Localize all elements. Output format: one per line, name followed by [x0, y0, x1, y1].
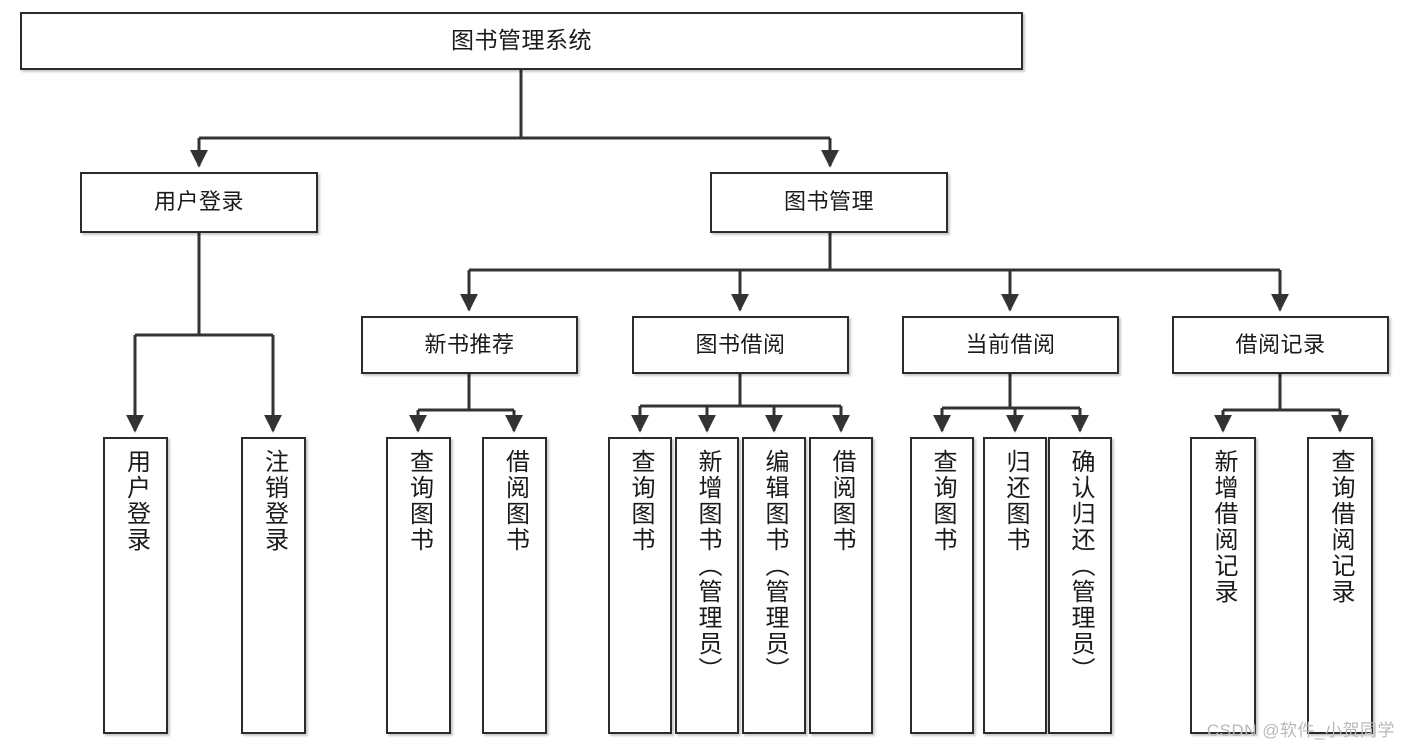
node-leaf-borrow-book-1[interactable]: 借阅图书	[482, 437, 547, 734]
node-new-book-recommend[interactable]: 新书推荐	[361, 316, 578, 374]
node-root-label: 图书管理系统	[451, 27, 592, 54]
node-leaf-query-book-3[interactable]: 查询图书	[910, 437, 974, 734]
node-root[interactable]: 图书管理系统	[20, 12, 1023, 70]
node-borrow-record[interactable]: 借阅记录	[1172, 316, 1389, 374]
node-borrow-record-label: 借阅记录	[1235, 331, 1326, 357]
watermark-text: CSDN @软件_小贺同学	[1206, 721, 1395, 740]
node-leaf-return-book-label: 归还图书	[1002, 449, 1029, 553]
node-leaf-return-book[interactable]: 归还图书	[983, 437, 1047, 734]
node-book-borrow-label: 图书借阅	[695, 331, 786, 357]
node-leaf-user-login[interactable]: 用户登录	[103, 437, 168, 734]
node-leaf-query-book-1-label: 查询图书	[405, 449, 433, 553]
node-leaf-borrow-book-1-label: 借阅图书	[501, 449, 529, 553]
node-leaf-confirm-return-label: 确认归还（管理员）	[1067, 449, 1094, 683]
node-leaf-query-book-2[interactable]: 查询图书	[608, 437, 672, 734]
node-leaf-borrow-book-2[interactable]: 借阅图书	[809, 437, 873, 734]
node-leaf-query-book-2-label: 查询图书	[627, 449, 654, 553]
node-leaf-add-record[interactable]: 新增借阅记录	[1190, 437, 1256, 734]
node-user-login-label: 用户登录	[153, 189, 244, 215]
node-current-borrow[interactable]: 当前借阅	[902, 316, 1119, 374]
node-book-borrow[interactable]: 图书借阅	[632, 316, 849, 374]
node-leaf-edit-book[interactable]: 编辑图书（管理员）	[742, 437, 806, 734]
node-leaf-query-record[interactable]: 查询借阅记录	[1307, 437, 1373, 734]
node-leaf-add-book[interactable]: 新增图书（管理员）	[675, 437, 739, 734]
node-book-management[interactable]: 图书管理	[710, 172, 948, 233]
node-leaf-logout-label: 注销登录	[260, 449, 288, 553]
node-leaf-add-record-label: 新增借阅记录	[1210, 449, 1237, 605]
node-leaf-query-book-3-label: 查询图书	[929, 449, 956, 553]
node-leaf-logout[interactable]: 注销登录	[241, 437, 306, 734]
node-user-login[interactable]: 用户登录	[80, 172, 318, 233]
node-leaf-add-book-label: 新增图书（管理员）	[694, 449, 721, 683]
node-leaf-user-login-label: 用户登录	[122, 449, 150, 553]
node-leaf-borrow-book-2-label: 借阅图书	[828, 449, 855, 553]
node-new-book-recommend-label: 新书推荐	[424, 331, 515, 357]
node-current-borrow-label: 当前借阅	[965, 331, 1056, 357]
node-leaf-query-record-label: 查询借阅记录	[1327, 449, 1354, 605]
node-leaf-edit-book-label: 编辑图书（管理员）	[761, 449, 788, 683]
node-book-management-label: 图书管理	[783, 189, 874, 215]
node-leaf-query-book-1[interactable]: 查询图书	[386, 437, 451, 734]
node-leaf-confirm-return[interactable]: 确认归还（管理员）	[1048, 437, 1112, 734]
